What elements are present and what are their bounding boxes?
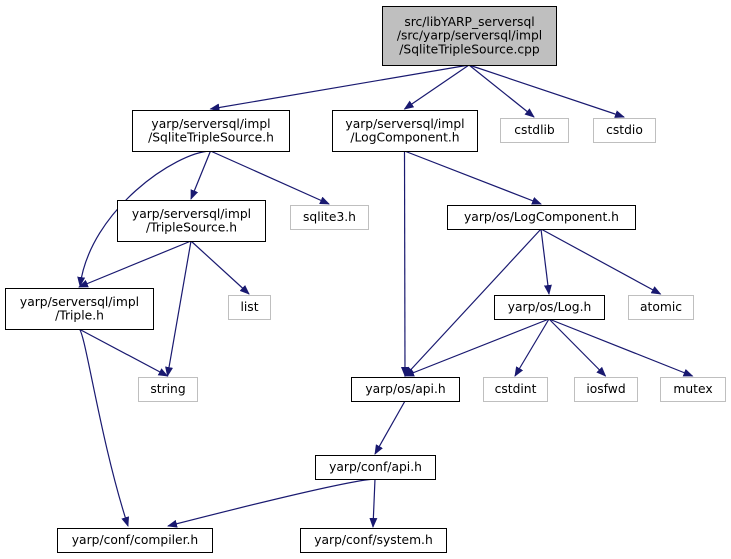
node-label-line: yarp/os/LogComponent.h <box>464 210 619 224</box>
node-os-api-h[interactable]: yarp/os/api.h <box>351 377 460 402</box>
node-box <box>228 295 271 320</box>
node-triplesource-h[interactable]: yarp/serversql/impl/TripleSource.h <box>117 200 266 242</box>
edge-conf_api_h-to-conf_system_h <box>369 478 378 528</box>
node-string: string <box>138 377 198 402</box>
node-box <box>593 118 656 143</box>
edge-conf_api_h-to-conf_compiler_h <box>167 478 376 528</box>
node-label-line: /TripleSource.h <box>146 221 237 235</box>
node-box <box>494 295 605 320</box>
edge-root-to-logcomponent_impl_h <box>403 64 470 110</box>
edge-logcomponent_impl_h-to-os_logcomponent_h <box>404 150 542 205</box>
node-box <box>57 528 213 553</box>
node-label-line: atomic <box>640 300 682 314</box>
edge-os_logcomponent_h-to-os_log_h <box>540 228 552 295</box>
node-label-line: yarp/serversql/impl <box>20 295 139 309</box>
edge-triple_h-to-conf_compiler_h <box>78 328 130 527</box>
node-label-line: yarp/conf/api.h <box>329 460 422 474</box>
node-logcomponent-impl-h[interactable]: yarp/serversql/impl/LogComponent.h <box>332 110 478 152</box>
node-sqlitetriplesource-h[interactable]: yarp/serversql/impl/SqliteTripleSource.h <box>132 110 290 152</box>
node-list: list <box>228 295 271 320</box>
node-box <box>332 110 478 152</box>
node-box <box>500 118 569 143</box>
node-label-line: /SqliteTripleSource.cpp <box>399 42 540 56</box>
node-label-line: yarp/os/Log.h <box>508 300 592 314</box>
node-label-line: iosfwd <box>586 382 625 396</box>
node-os-log-h[interactable]: yarp/os/Log.h <box>494 295 605 320</box>
edge-triplesource_h-to-triple_h <box>78 240 192 288</box>
node-box <box>5 288 154 330</box>
node-box <box>300 528 447 553</box>
node-conf-system-h[interactable]: yarp/conf/system.h <box>300 528 447 553</box>
node-box <box>447 205 636 230</box>
node-cstdlib: cstdlib <box>500 118 569 143</box>
node-box <box>382 6 557 66</box>
node-label-line: cstdlib <box>514 123 555 137</box>
edge-root-to-sqlitetriplesource_h <box>209 64 470 112</box>
node-box <box>138 377 198 402</box>
edge-sqlitetriplesource_h-to-triplesource_h <box>190 150 212 200</box>
edge-os_log_h-to-mutex <box>548 318 694 377</box>
node-label-line: /SqliteTripleSource.h <box>148 131 274 145</box>
node-os-logcomponent-h[interactable]: yarp/os/LogComponent.h <box>447 205 636 230</box>
edge-os_log_h-to-cstdint <box>514 318 550 377</box>
node-box <box>290 205 369 230</box>
edge-os_api_h-to-conf_api_h <box>374 400 406 455</box>
edge-triple_h-to-string <box>78 328 169 377</box>
edge-sqlitetriplesource_h-to-sqlite3_h <box>210 150 330 205</box>
edge-sqlitetriplesource_h-to-triple_h <box>77 150 211 287</box>
node-label-line: list <box>240 300 258 314</box>
edge-logcomponent_impl_h-to-os_api_h <box>400 150 409 377</box>
node-box <box>574 377 638 402</box>
node-iosfwd: iosfwd <box>574 377 638 402</box>
node-mutex: mutex <box>660 377 726 402</box>
node-cstdio: cstdio <box>593 118 656 143</box>
edge-os_logcomponent_h-to-os_api_h <box>404 228 542 377</box>
node-label-line: cstdint <box>495 382 537 396</box>
node-box <box>315 455 436 480</box>
node-conf-api-h[interactable]: yarp/conf/api.h <box>315 455 436 480</box>
node-label-line: yarp/serversql/impl <box>132 207 251 221</box>
node-label-line: cstdio <box>606 123 643 137</box>
edge-os_log_h-to-iosfwd <box>548 318 607 377</box>
node-box <box>483 377 548 402</box>
node-box <box>117 200 266 242</box>
node-label-line: src/libYARP_serversql <box>404 15 534 29</box>
node-sqlite3-h: sqlite3.h <box>290 205 369 230</box>
node-cstdint: cstdint <box>483 377 548 402</box>
nodes-layer: src/libYARP_serversql/src/yarp/serversql… <box>5 6 726 553</box>
node-label-line: /LogComponent.h <box>350 131 459 145</box>
node-label-line: yarp/serversql/impl <box>151 117 270 131</box>
node-label-line: /Triple.h <box>55 309 104 323</box>
node-atomic: atomic <box>628 295 694 320</box>
node-label-line: yarp/os/api.h <box>365 382 445 396</box>
node-box <box>660 377 726 402</box>
edge-root-to-cstdlib <box>468 64 535 118</box>
node-box <box>132 110 290 152</box>
edge-os_logcomponent_h-to-atomic <box>540 228 662 295</box>
node-label-line: sqlite3.h <box>303 210 356 224</box>
edges-layer <box>77 64 694 528</box>
node-label-line: yarp/conf/compiler.h <box>72 533 198 547</box>
node-conf-compiler-h[interactable]: yarp/conf/compiler.h <box>57 528 213 553</box>
node-label-line: /src/yarp/serversql/impl <box>397 29 542 43</box>
node-label-line: yarp/serversql/impl <box>345 117 464 131</box>
node-label-line: string <box>150 382 185 396</box>
node-label-line: mutex <box>673 382 712 396</box>
node-label-line: yarp/conf/system.h <box>314 533 433 547</box>
edge-triplesource_h-to-list <box>190 240 250 295</box>
edge-triplesource_h-to-string <box>165 240 192 377</box>
node-box <box>351 377 460 402</box>
node-triple-h[interactable]: yarp/serversql/impl/Triple.h <box>5 288 154 330</box>
edge-os_log_h-to-os_api_h <box>404 318 550 377</box>
edge-root-to-cstdio <box>468 64 625 118</box>
node-root[interactable]: src/libYARP_serversql/src/yarp/serversql… <box>382 6 557 66</box>
node-box <box>628 295 694 320</box>
